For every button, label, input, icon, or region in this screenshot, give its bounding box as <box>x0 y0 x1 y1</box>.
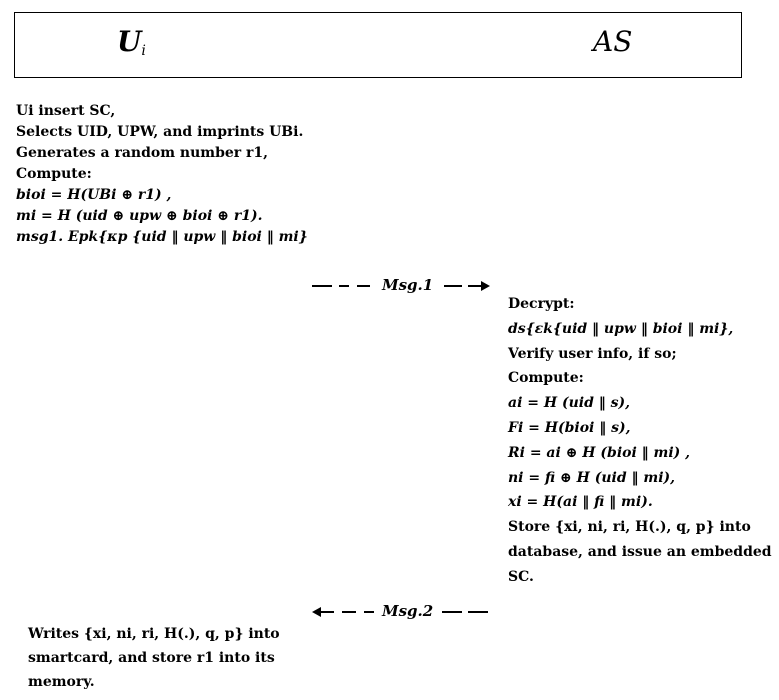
step-line: Verify user info, if so; <box>508 345 677 362</box>
msg1-arrow: Msg.1 <box>312 276 490 294</box>
step-line: memory. <box>28 674 95 690</box>
step-line: Ui insert SC, <box>16 103 116 119</box>
step-line: smartcard, and store r1 into its <box>28 650 275 666</box>
step-line: Compute: <box>508 370 584 387</box>
msg1-arrow-line <box>312 281 490 291</box>
party-authentication-server: AS <box>593 25 633 58</box>
user-storage-steps: Writes {xi, ni, ri, H(.), q, p} into sma… <box>28 622 280 694</box>
formula-line: ai = H (uid ‖ s), <box>508 395 631 412</box>
participants-header <box>14 12 742 78</box>
step-line: Decrypt: <box>508 296 575 312</box>
party-user: Ui <box>117 25 146 59</box>
formula-line: msg1. Epk{κp {uid ‖ upw ‖ bioi ‖ mi} <box>16 229 308 245</box>
msg2-label: Msg.2 <box>382 602 434 620</box>
user-registration-steps: Ui insert SC, Selects UID, UPW, and impr… <box>16 101 308 248</box>
formula-line: Ri = ai ⊕ H (bioi ‖ mi) , <box>508 444 691 461</box>
formula-line: ds{εk{uid ‖ upw ‖ bioi ‖ mi}, <box>508 320 734 337</box>
step-line: Generates a random number r1, <box>16 145 269 161</box>
formula-line: ni = fi ⊕ H (uid ‖ mi), <box>508 469 676 486</box>
formula-line: Fi = H(bioi ‖ s), <box>508 419 631 436</box>
step-line: Selects UID, UPW, and imprints UBi. <box>16 124 304 140</box>
formula-line: bioi = H(UBi ⊕ r1) , <box>16 187 172 203</box>
msg2-arrow-line <box>312 607 488 617</box>
formula-line: xi = H(ai ‖ fi ‖ mi). <box>508 494 653 511</box>
step-line: Compute: <box>16 166 92 182</box>
step-line: SC. <box>508 568 534 585</box>
server-processing-steps: Decrypt: ds{εk{uid ‖ upw ‖ bioi ‖ mi}, V… <box>508 292 772 590</box>
msg1-label: Msg.1 <box>382 276 434 294</box>
step-line: Writes {xi, ni, ri, H(.), q, p} into <box>28 626 280 642</box>
step-line: Store {xi, ni, ri, H(.), q, p} into <box>508 519 751 536</box>
step-line: database, and issue an embedded <box>508 543 772 560</box>
msg2-arrow: Msg.2 <box>312 602 490 620</box>
formula-line: mi = H (uid ⊕ upw ⊕ bioi ⊕ r1). <box>16 208 263 224</box>
